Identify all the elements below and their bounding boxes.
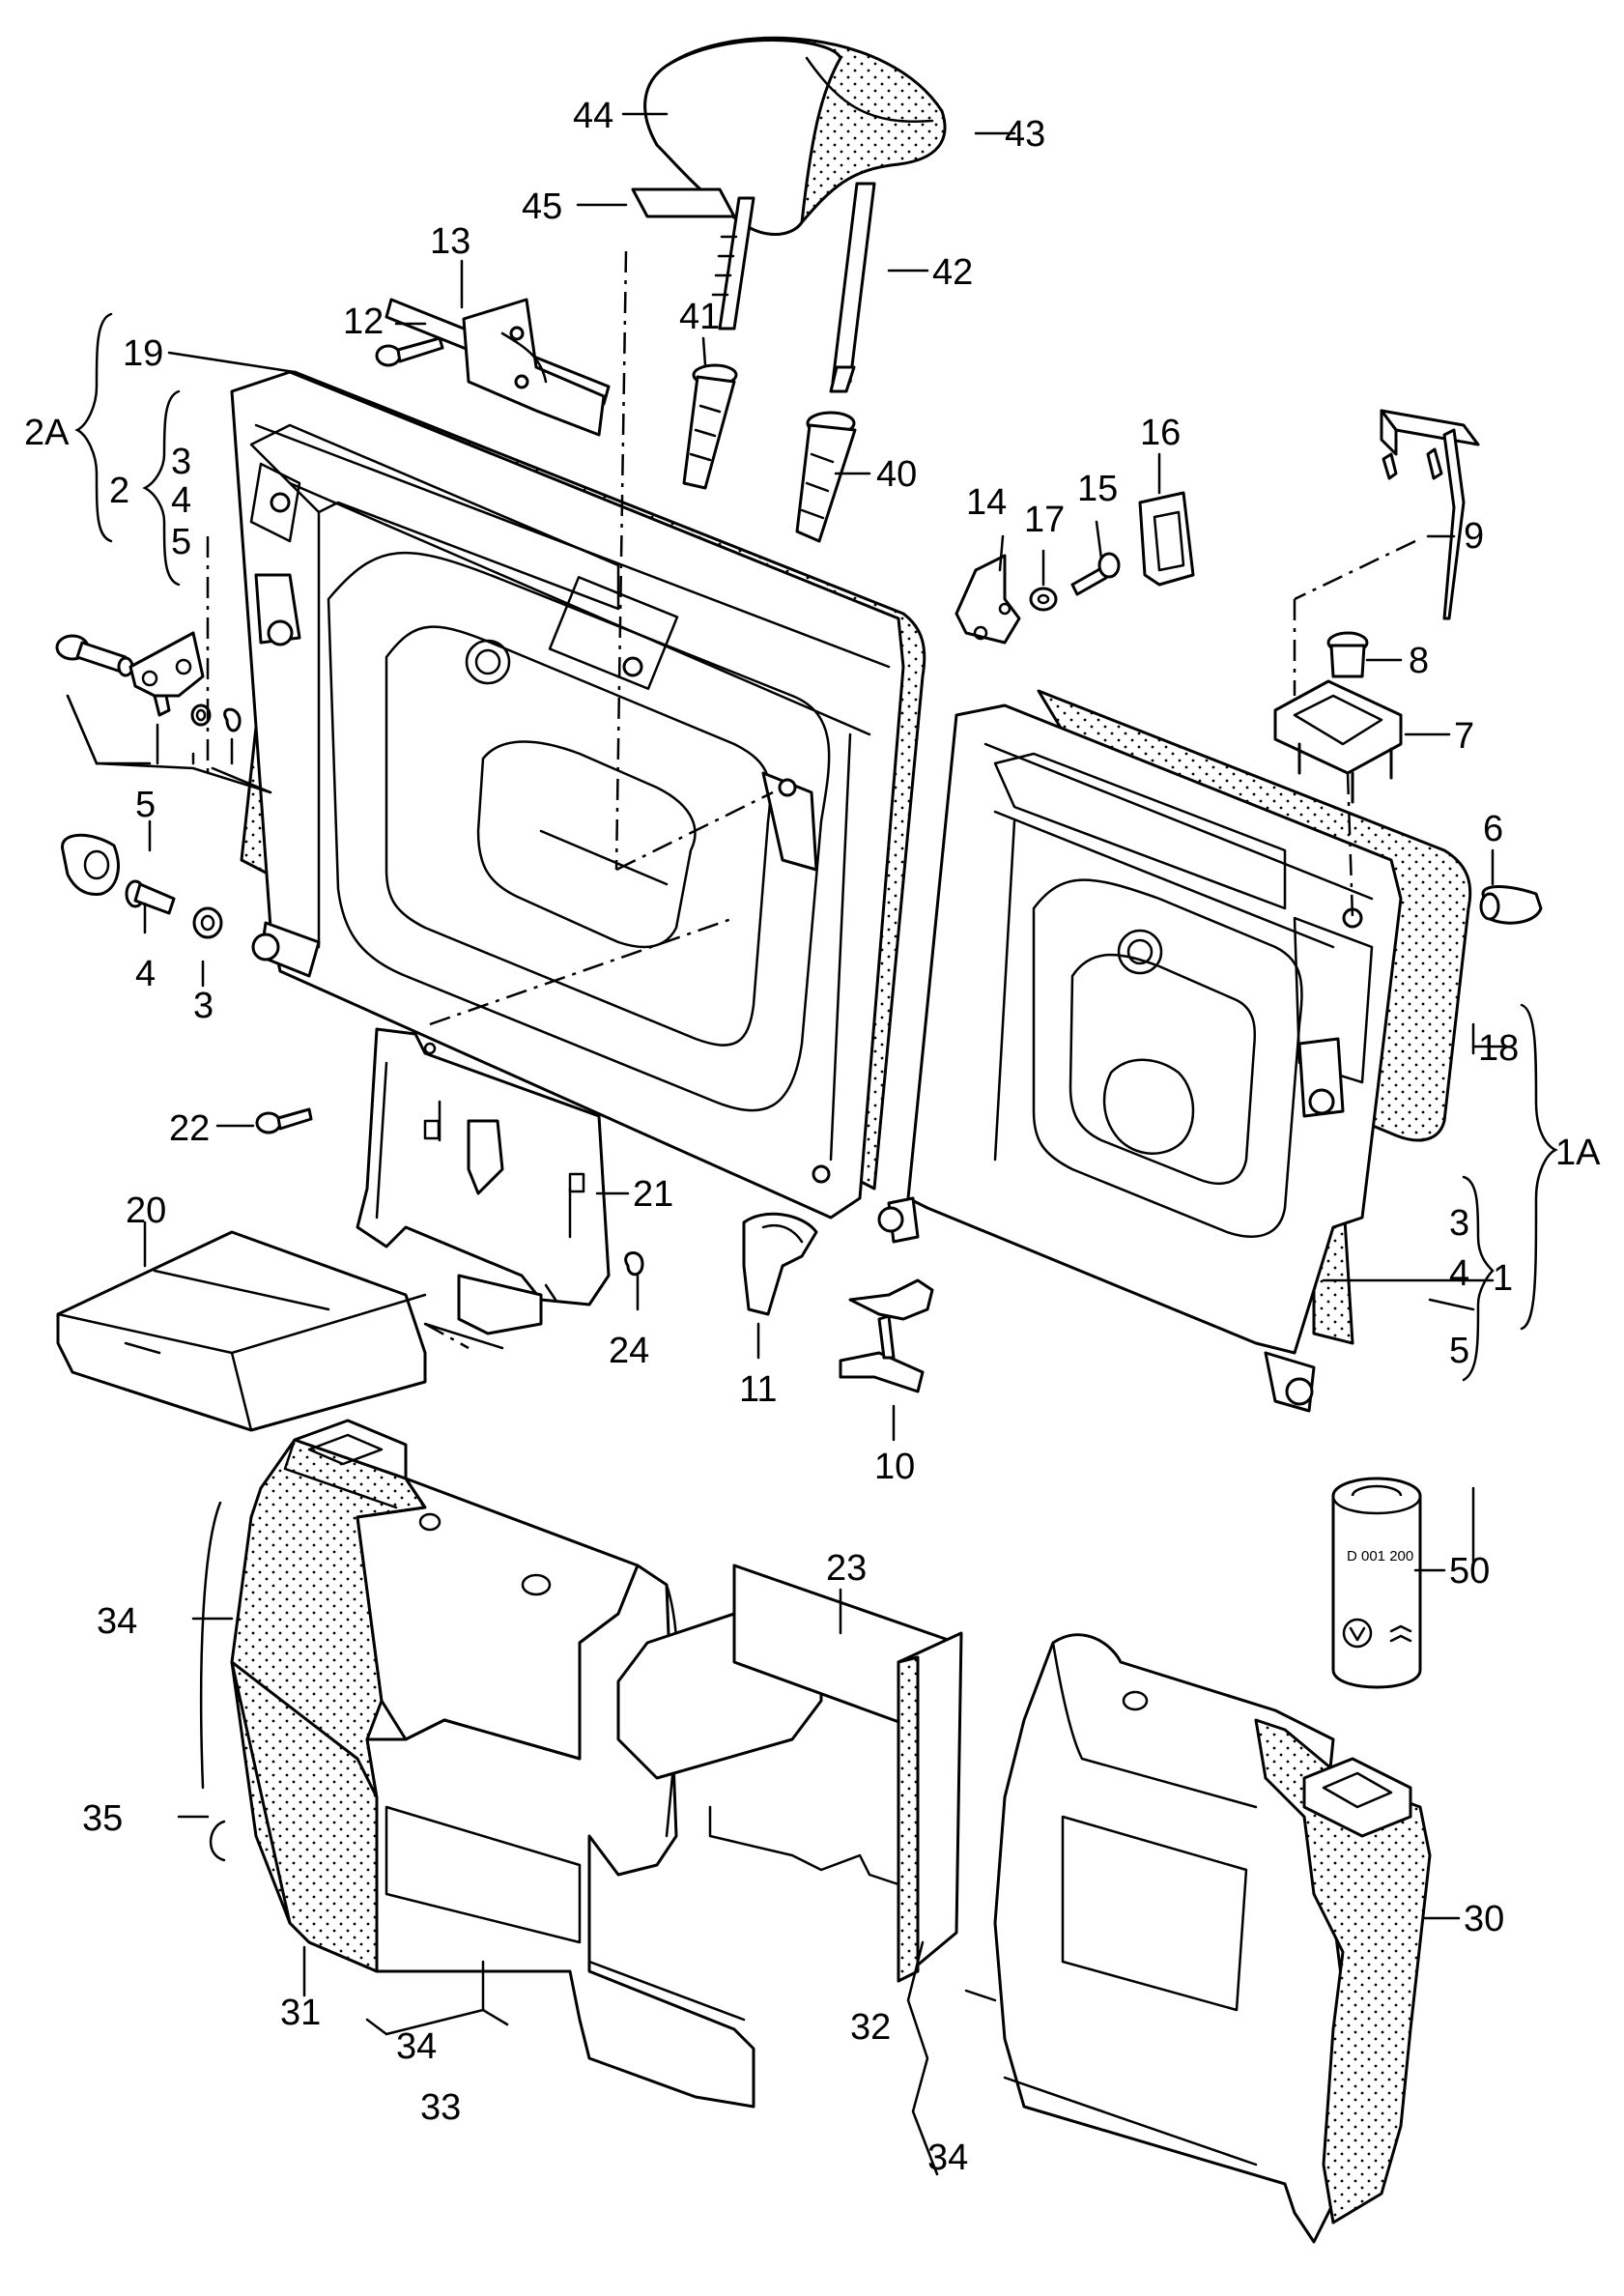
callout-6: 6 — [1483, 809, 1503, 849]
callout-45: 45 — [522, 187, 562, 227]
bushing — [192, 906, 223, 939]
callout-2: 2 — [109, 471, 129, 511]
callout-14: 14 — [966, 482, 1007, 523]
callout-8: 8 — [1409, 641, 1429, 681]
bushing-50 — [1331, 1477, 1422, 1689]
callout-23: 23 — [826, 1548, 867, 1589]
callout-34-b: 34 — [396, 2026, 437, 2067]
callout-4-left-b: 4 — [135, 954, 156, 994]
callout-34-a: 34 — [97, 1601, 137, 1642]
right-backrest-frame — [877, 689, 1472, 1413]
hinge-bracket-14 — [954, 554, 1021, 645]
callout-15: 15 — [1077, 469, 1118, 509]
callout-11: 11 — [739, 1369, 777, 1410]
callout-42: 42 — [932, 252, 973, 293]
lock-cylinder-8 — [1326, 631, 1369, 678]
callout-4-left-a: 4 — [171, 480, 191, 521]
callout-44: 44 — [573, 96, 613, 136]
callout-41: 41 — [679, 297, 720, 337]
clip-24 — [624, 1251, 644, 1277]
left-backrest-frame — [230, 370, 926, 1220]
callout-43: 43 — [1005, 114, 1045, 155]
armrest-panel-23 — [616, 1564, 963, 1983]
callout-5-right: 5 — [1449, 1331, 1469, 1371]
callout-33: 33 — [420, 2087, 461, 2128]
callout-34-c: 34 — [927, 2138, 968, 2178]
callout-24: 24 — [609, 1331, 649, 1371]
release-handle-9 — [1380, 409, 1480, 620]
pin-bolt — [55, 634, 134, 677]
callout-22: 22 — [169, 1108, 210, 1149]
seat-cushion-20 — [56, 1230, 427, 1432]
callout-10: 10 — [874, 1447, 915, 1487]
bracket-13 — [385, 298, 611, 437]
hinge-pin-10 — [839, 1278, 934, 1393]
callout-5-left-a: 5 — [171, 522, 191, 562]
shoulder-bolt — [125, 879, 176, 915]
guide-sleeve-40 — [795, 411, 857, 543]
latch-plate — [128, 631, 205, 717]
callout-1A: 1A — [1555, 1133, 1601, 1173]
mounting-plate-21 — [356, 1027, 611, 1350]
callout-5-left-b: 5 — [135, 785, 156, 825]
callout-40: 40 — [876, 454, 917, 495]
callout-2A: 2A — [24, 413, 70, 453]
callout-32: 32 — [850, 2007, 891, 2048]
washer-17 — [1029, 587, 1058, 612]
callout-12: 12 — [343, 301, 384, 342]
screw-22 — [255, 1107, 313, 1134]
cover-16 — [1138, 491, 1195, 587]
callout-9: 9 — [1464, 516, 1484, 557]
headrest — [631, 36, 947, 393]
cap-cover — [61, 833, 120, 896]
callout-30: 30 — [1464, 1899, 1504, 1939]
callout-1: 1 — [1493, 1258, 1513, 1299]
callout-17: 17 — [1024, 500, 1065, 540]
callout-16: 16 — [1140, 413, 1181, 453]
callout-31: 31 — [280, 1993, 321, 2033]
guide-sleeve-41 — [682, 363, 738, 490]
callout-13: 13 — [430, 221, 470, 262]
part-marking-label: D 001 200 — [1347, 1548, 1413, 1564]
callout-4-right: 4 — [1449, 1253, 1469, 1294]
callout-3-right: 3 — [1449, 1203, 1469, 1244]
callout-35: 35 — [82, 1798, 123, 1839]
leader-lines — [66, 112, 1558, 2176]
bolt-15 — [1070, 552, 1121, 596]
backrest-cover-right — [993, 1633, 1432, 2244]
callout-19: 19 — [123, 333, 163, 374]
callout-50: 50 — [1449, 1551, 1490, 1592]
washer-clip — [190, 703, 242, 732]
guide-lines — [206, 250, 1416, 1350]
callout-21: 21 — [633, 1174, 673, 1215]
hinge-11 — [742, 1212, 818, 1316]
screw-12 — [375, 336, 444, 367]
callout-7: 7 — [1454, 716, 1474, 757]
callout-20: 20 — [126, 1191, 166, 1231]
callout-numbers: 44 43 45 42 13 41 12 19 2A 3 2 4 5 40 16… — [24, 96, 1601, 2178]
lock-body-7 — [1273, 679, 1403, 804]
callout-3-left-b: 3 — [193, 986, 214, 1026]
callout-18: 18 — [1478, 1028, 1519, 1069]
buffer-6 — [1479, 885, 1543, 925]
callout-3-left-a: 3 — [171, 442, 191, 482]
